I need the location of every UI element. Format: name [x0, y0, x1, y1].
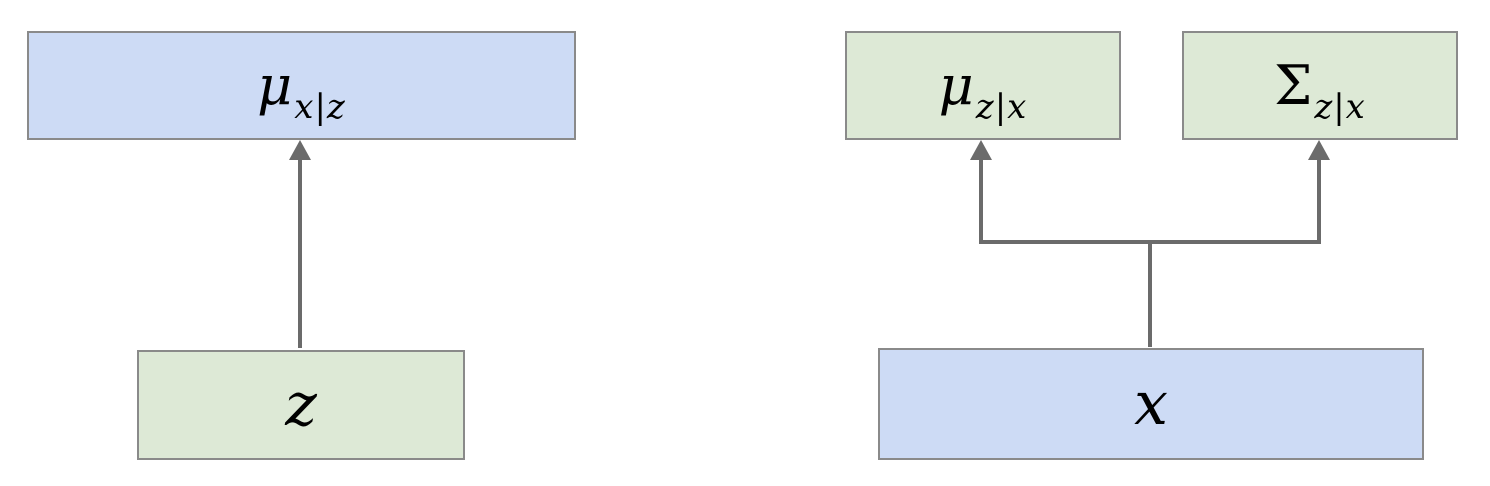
encoder-input-box: x — [878, 348, 1424, 460]
decoder-arrowhead — [289, 140, 311, 160]
decoder-input-box: z — [137, 350, 465, 460]
encoder-arrowhead-mean — [970, 140, 992, 160]
decoder-input-symbol: z — [285, 370, 317, 440]
decoder-output-symbol: μ — [257, 53, 293, 117]
encoder-mean-symbol: μ — [938, 53, 974, 117]
decoder-input-label: z — [285, 375, 317, 435]
decoder-output-subscript: x|z — [294, 86, 346, 127]
encoder-mean-subscript: z|x — [975, 86, 1028, 127]
encoder-arrowhead-cov — [1308, 140, 1330, 160]
encoder-input-label: x — [1134, 374, 1168, 434]
encoder-cov-subscript: z|x — [1314, 86, 1366, 127]
encoder-input-symbol: x — [1134, 369, 1168, 439]
encoder-cov-symbol: Σ — [1274, 53, 1313, 117]
